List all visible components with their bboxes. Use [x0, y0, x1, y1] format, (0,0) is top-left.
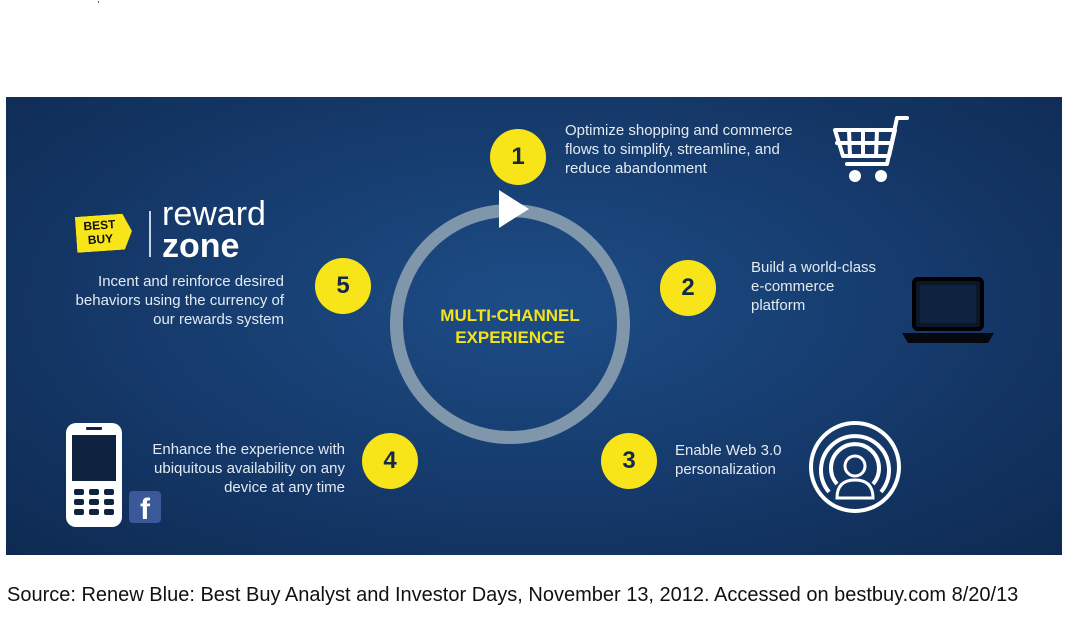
infographic-panel: MULTI-CHANNEL EXPERIENCE 1 Optimize shop… [6, 97, 1062, 555]
step-1-text: Optimize shopping and commerce flows to … [565, 121, 793, 178]
step-3-text: Enable Web 3.0 personalization [675, 441, 781, 479]
step-4-text: Enhance the experience with ubiquitous a… [118, 440, 345, 497]
laptop-icon [902, 277, 994, 343]
step-2-line: Build a world-class [751, 259, 877, 276]
step-2-line: e-commerce [751, 278, 835, 295]
step-4-badge: 4 [362, 433, 418, 489]
step-3-badge: 3 [601, 433, 657, 489]
step-4-line: device at any time [224, 479, 345, 496]
step-2-line: platform [751, 297, 806, 314]
reward-zone-logo: BEST BUY reward zone [75, 195, 296, 271]
shopping-cart-icon [833, 116, 909, 182]
best-buy-logo: BEST BUY [75, 213, 133, 253]
facebook-icon: f [129, 491, 161, 523]
reward-text: reward [162, 195, 266, 233]
step-5-badge: 5 [315, 258, 371, 314]
step-2-badge: 2 [660, 260, 716, 316]
step-4-line: Enhance the experience with [152, 441, 345, 458]
mobile-phone-icon [66, 423, 122, 527]
step-1-badge: 1 [490, 129, 546, 185]
cycle-arrow-icon [499, 190, 529, 228]
zone-text: zone [162, 227, 240, 265]
step-5-line: Incent and reinforce desired [98, 273, 284, 290]
step-1-line: flows to simplify, streamline, and [565, 141, 780, 158]
center-title-line2: EXPERIENCE [455, 328, 565, 347]
speck [98, 1, 99, 3]
step-5-line: behaviors using the currency of [75, 292, 284, 309]
best-buy-logo-text: BEST BUY [82, 217, 116, 248]
step-2-text: Build a world-class e-commerce platform [751, 258, 876, 315]
step-5-text: Incent and reinforce desired behaviors u… [46, 272, 284, 329]
logo-divider [149, 211, 151, 257]
center-title-line1: MULTI-CHANNEL [440, 306, 580, 325]
step-4-line: ubiquitous availability on any [154, 460, 345, 477]
step-3-line: Enable Web 3.0 [675, 442, 782, 459]
step-5-line: our rewards system [153, 311, 284, 328]
source-caption: Source: Renew Blue: Best Buy Analyst and… [7, 584, 1019, 606]
step-1-line: reduce abandonment [565, 160, 707, 177]
step-1-line: Optimize shopping and commerce [565, 122, 793, 139]
person-broadcast-icon [809, 421, 901, 513]
step-3-line: personalization [675, 461, 776, 478]
center-title: MULTI-CHANNEL EXPERIENCE [410, 305, 610, 349]
